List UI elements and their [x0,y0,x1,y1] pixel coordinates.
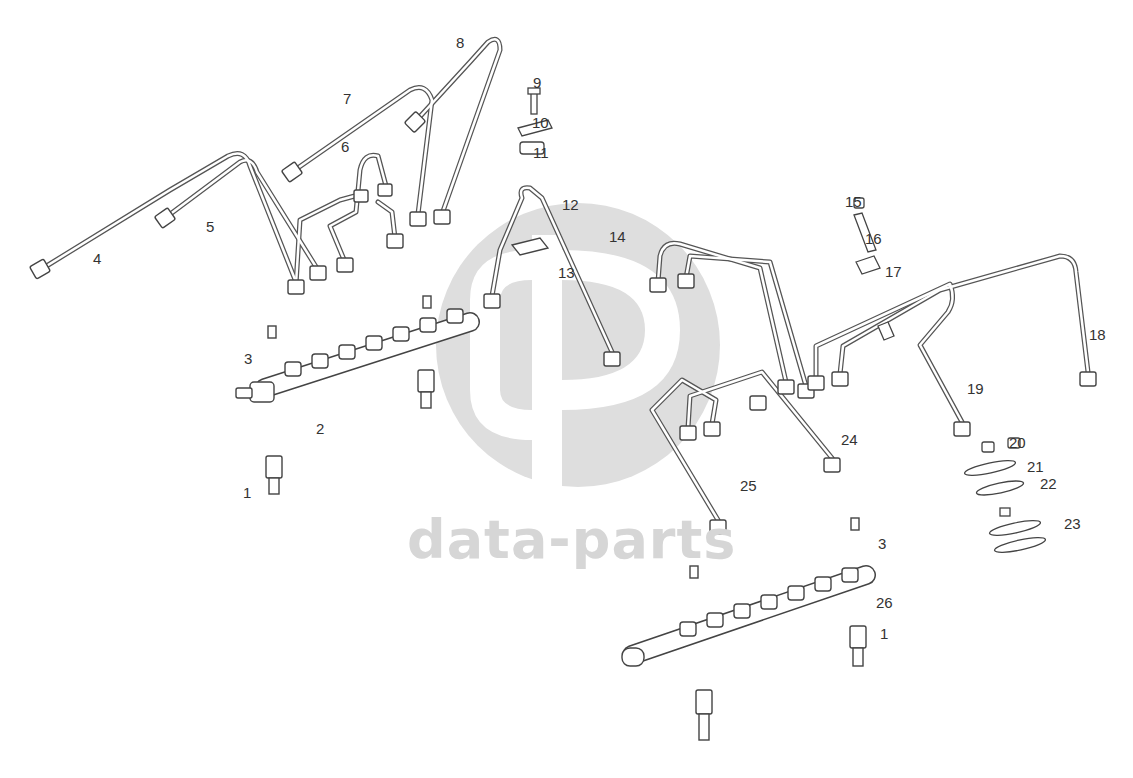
callout-number: 18 [1089,327,1106,342]
callout-number: 12 [562,197,579,212]
callout-number: 19 [967,381,984,396]
callout-number: 2 [316,421,324,436]
pipe-nuts [30,111,1096,534]
callout-number: 9 [533,75,541,90]
callout-number: 14 [609,229,626,244]
common-rails [265,322,866,655]
callout-number: 17 [885,264,902,279]
callout-number: 7 [343,91,351,106]
callout-number: 21 [1027,459,1044,474]
callout-number: 20 [1009,435,1026,450]
callout-number: 5 [206,219,214,234]
callout-number: 3 [878,536,886,551]
callout-number: 22 [1040,476,1057,491]
callout-number: 3 [244,351,252,366]
callout-number: 10 [532,115,549,130]
callout-number: 25 [740,478,757,493]
callout-number: 1 [243,485,251,500]
callout-number: 11 [533,145,549,160]
callout-number: 13 [558,265,575,280]
watermark: data-parts [407,513,736,567]
callout-number: 24 [841,432,858,447]
callout-number: 26 [876,595,893,610]
clamps-and-washers [512,88,1046,555]
callout-number: 15 [845,194,862,209]
connectors [266,370,866,740]
callout-number: 23 [1064,516,1081,531]
callout-number: 6 [341,139,349,154]
callout-number: 4 [93,251,101,266]
callout-number: 8 [456,35,464,50]
callout-number: 1 [880,626,888,641]
rail-fittings [236,296,859,666]
callout-number: 16 [865,231,882,246]
fuel-pipes [40,39,1088,520]
